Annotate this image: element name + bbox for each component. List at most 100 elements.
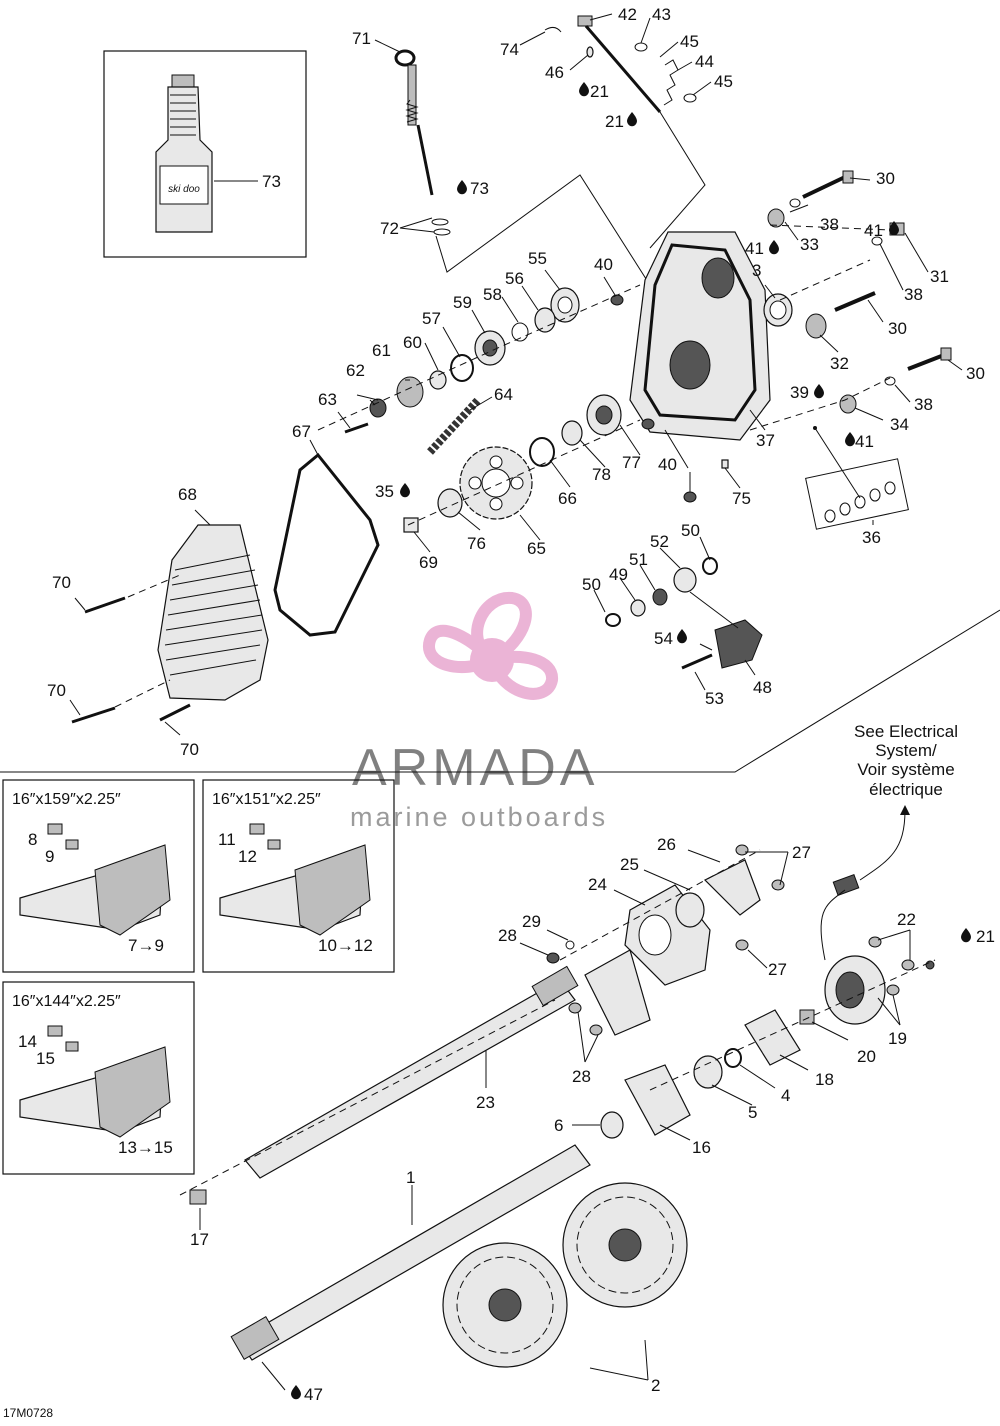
track-box-title: 16″x144″x2.25″ [12, 993, 121, 1010]
oil-bottle-icon: ski doo [155, 74, 213, 233]
shim-kit [805, 458, 909, 530]
callout-30: 30 [888, 319, 907, 338]
range-7-9: 7→9 [128, 936, 164, 955]
callout-70: 70 [52, 573, 71, 592]
range-13-15: 13→15 [118, 1138, 173, 1157]
callout-48: 48 [753, 678, 772, 697]
callout-39: 39 [790, 383, 809, 402]
callout-73: 73 [470, 179, 489, 198]
callout-50: 50 [582, 575, 601, 594]
chaincase-cover [157, 524, 269, 701]
cover-gasket [273, 452, 380, 637]
callout-49: 49 [609, 565, 628, 584]
callout-9: 9 [45, 847, 54, 866]
callout-40: 40 [594, 255, 613, 274]
lower-sprocket [459, 446, 533, 520]
note-line-4: électrique [869, 780, 943, 799]
callout-19: 19 [888, 1029, 907, 1048]
track-box-callouts: 8 9 7→9 11 12 10→12 14 15 13→15 [18, 830, 373, 1157]
drop-icons [291, 82, 971, 1400]
callout-30: 30 [876, 169, 895, 188]
callout-4: 4 [781, 1086, 790, 1105]
callout-21: 21 [976, 927, 995, 946]
track-box-144: 16″x144″x2.25″ [2, 981, 195, 1175]
drop-icon [961, 928, 971, 943]
callout-5: 5 [748, 1103, 757, 1122]
drop-icon [845, 432, 855, 447]
drop-icon [769, 240, 779, 255]
callout-31: 31 [930, 267, 949, 286]
track-box-151: 16″x151″x2.25″ [202, 779, 395, 973]
callout-2: 2 [651, 1376, 660, 1395]
callout-33: 33 [800, 235, 819, 254]
callout-21: 21 [605, 112, 624, 131]
drop-icon [579, 82, 589, 97]
callout-41: 41 [864, 221, 883, 240]
upper-shaft-parts [344, 287, 624, 434]
callout-38: 38 [904, 285, 923, 304]
callout-46: 46 [545, 63, 564, 82]
drop-icon [889, 221, 899, 236]
callout-32: 32 [830, 354, 849, 373]
callout-23: 23 [476, 1093, 495, 1112]
callout-41: 41 [855, 432, 874, 451]
callout-24: 24 [588, 875, 607, 894]
oil-box-frame [103, 50, 307, 258]
callout-61: 61 [372, 341, 391, 360]
drive-axle-23 [244, 965, 579, 1179]
watermark-logo: ARMADA marine outboards [350, 591, 605, 832]
callout-42: 42 [618, 5, 637, 24]
watermark-brand: ARMADA [352, 739, 598, 797]
callout-37: 37 [756, 431, 775, 450]
callout-72: 72 [380, 219, 399, 238]
callout-25: 25 [620, 855, 639, 874]
tensioner-block [605, 557, 763, 670]
section-divider [0, 609, 1000, 773]
callout-62: 62 [346, 361, 365, 380]
callout-52: 52 [650, 532, 669, 551]
callout-51: 51 [629, 550, 648, 569]
callout-70: 70 [180, 740, 199, 759]
callout-67: 67 [292, 422, 311, 441]
callout-59: 59 [453, 293, 472, 312]
callout-45: 45 [714, 72, 733, 91]
callout-76: 76 [467, 534, 486, 553]
note-line-1: See Electrical [854, 722, 958, 741]
drive-chain [427, 397, 481, 455]
diagram-code: 17M0728 [3, 1406, 53, 1420]
chaincase-housing [629, 231, 793, 441]
cover-bolts [71, 596, 191, 724]
callout-45: 45 [680, 32, 699, 51]
callout-14: 14 [18, 1032, 37, 1051]
speed-sensor [799, 809, 906, 1025]
callout-44: 44 [695, 52, 714, 71]
lower-shaft-parts [403, 394, 729, 533]
callout-41: 41 [745, 239, 764, 258]
drop-icon [814, 384, 824, 399]
callout-40: 40 [658, 455, 677, 474]
callout-35: 35 [375, 482, 394, 501]
callout-69: 69 [419, 553, 438, 572]
dipstick [394, 49, 451, 236]
drop-icon [457, 180, 467, 195]
drop-icon [291, 1385, 301, 1400]
callout-56: 56 [505, 269, 524, 288]
leader-lines [69, 13, 963, 1391]
callout-64: 64 [494, 385, 513, 404]
drop-icon [627, 112, 637, 127]
track-box-title: 16″x151″x2.25″ [212, 791, 321, 808]
bearing-housing-parts [189, 859, 801, 1205]
callout-labels: 71 74 42 43 45 44 45 46 21 21 73 73 72 3… [47, 5, 995, 1404]
callout-43: 43 [652, 5, 671, 24]
callout-60: 60 [403, 333, 422, 352]
callout-6: 6 [554, 1116, 563, 1135]
note-line-3: Voir système [857, 760, 954, 779]
callout-34: 34 [890, 415, 909, 434]
electrical-note: See Electrical System/ Voir système élec… [854, 722, 958, 799]
callout-58: 58 [483, 285, 502, 304]
callout-8: 8 [28, 830, 37, 849]
callout-47: 47 [304, 1385, 323, 1404]
callout-70: 70 [47, 681, 66, 700]
callout-66: 66 [558, 489, 577, 508]
